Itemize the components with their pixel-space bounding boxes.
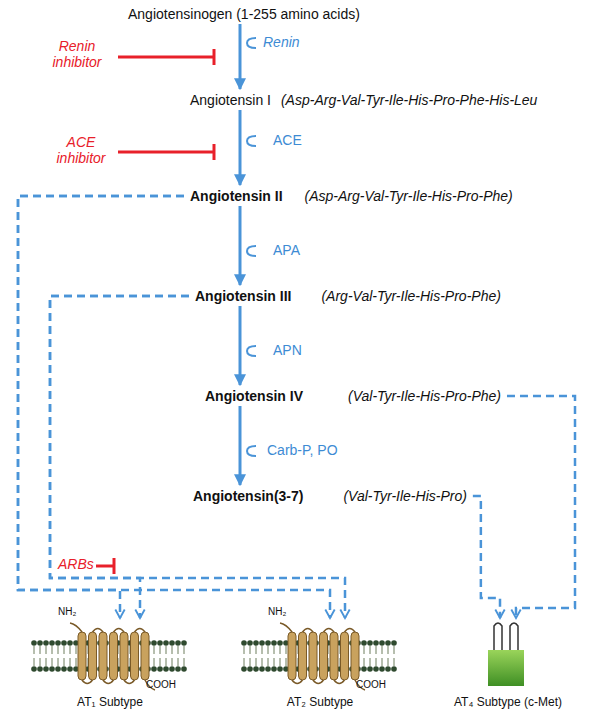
binding-connector xyxy=(473,496,500,618)
terminus-label: NH₂ xyxy=(268,606,286,618)
peptide-node: Angiotensin III (Arg-Val-Tyr-Ile-His-Pro-… xyxy=(195,288,501,304)
inhibitor-label: Renin inhibitor xyxy=(40,38,114,70)
amino-acid-sequence: (Val-Tyr-Ile-His-Pro) xyxy=(343,488,466,504)
receptor-label: AT₂ Subtype xyxy=(287,695,353,709)
amino-acid-sequence: (Asp-Arg-Val-Tyr-Ile-His-Pro-Phe) xyxy=(305,188,513,204)
inhibition-bar xyxy=(118,56,214,59)
inhibitor-label: ACE inhibitor xyxy=(44,134,118,166)
peptide-name: Angiotensin(3-7) xyxy=(193,488,303,504)
receptor-node: AT₁ Subtype xyxy=(30,620,190,710)
binding-connector xyxy=(50,296,189,618)
peptide-name: Angiotensin III xyxy=(195,288,291,304)
peptide-node: Angiotensin IV (Val-Tyr-Ile-His-Pro-Phe) xyxy=(205,388,501,404)
peptide-node: Angiotensin II (Asp-Arg-Val-Tyr-Ile-His-P… xyxy=(190,188,513,204)
conversion-arrow xyxy=(239,306,242,385)
peptide-name: Angiotensinogen (1-255 amino acids) xyxy=(128,6,360,22)
c-met-receptor xyxy=(488,623,524,686)
binding-connector xyxy=(18,196,330,618)
terminus-label: NH₂ xyxy=(58,606,76,618)
enzyme-hook xyxy=(247,346,256,356)
receptor-helices xyxy=(70,623,155,690)
conversion-arrow xyxy=(239,406,242,485)
peptide-name: Angiotensin I xyxy=(190,92,271,108)
conversion-arrow xyxy=(239,110,242,185)
receptor-label: AT₄ Subtype (c-Met) xyxy=(454,695,562,709)
binding-connector xyxy=(50,296,345,618)
amino-acid-sequence: (Val-Tyr-Ile-His-Pro-Phe) xyxy=(348,388,501,404)
inhibition-bar xyxy=(118,151,214,154)
enzyme-hook xyxy=(247,136,256,146)
amino-acid-sequence: (Asp-Arg-Val-Tyr-Ile-His-Pro-Phe-His-Leu xyxy=(281,92,537,108)
enzyme-label: Renin xyxy=(262,34,301,50)
enzyme-hook xyxy=(247,446,256,456)
conversion-arrow xyxy=(239,24,242,89)
enzyme-label: ACE xyxy=(272,132,303,148)
peptide-node: Angiotensin(3-7) (Val-Tyr-Ile-His-Pro) xyxy=(193,488,467,504)
enzyme-label: Carb-P, PO xyxy=(266,442,339,458)
peptide-name: Angiotensin IV xyxy=(205,388,303,404)
inhibition-bar-end xyxy=(213,49,216,65)
terminus-label: COOH xyxy=(356,679,386,691)
receptor-label: AT₁ Subtype xyxy=(77,695,143,709)
terminus-label: COOH xyxy=(146,679,176,691)
receptor-node: AT₄ Subtype (c-Met) xyxy=(443,620,573,710)
conversion-arrow xyxy=(239,206,242,285)
receptor-node: AT₂ Subtype xyxy=(240,620,400,710)
inhibition-bar xyxy=(96,565,114,568)
blocker-label: ARBs xyxy=(58,556,94,572)
binding-connector xyxy=(507,396,575,618)
c-met-figure xyxy=(443,620,573,692)
enzyme-label: APN xyxy=(272,342,303,358)
peptide-name: Angiotensin II xyxy=(190,188,283,204)
enzyme-hook xyxy=(247,246,256,256)
enzyme-label: APA xyxy=(272,242,301,258)
peptide-node: Angiotensin I (Asp-Arg-Val-Tyr-Ile-His-Pr… xyxy=(190,92,537,108)
receptor-helices xyxy=(280,623,365,690)
inhibition-bar-end xyxy=(113,558,116,574)
binding-connector xyxy=(18,196,184,618)
amino-acid-sequence: (Arg-Val-Tyr-Ile-His-Pro-Phe) xyxy=(321,288,500,304)
inhibition-bar-end xyxy=(213,144,216,160)
peptide-node: Angiotensinogen (1-255 amino acids) xyxy=(128,6,360,22)
enzyme-hook xyxy=(247,38,256,48)
